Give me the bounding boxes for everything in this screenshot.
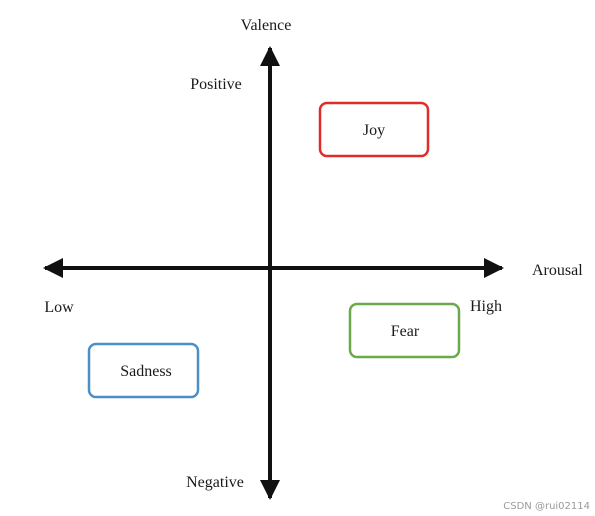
sadness-label: Sadness bbox=[120, 363, 172, 380]
joy-box-border bbox=[318, 101, 430, 158]
arousal-label: Arousal bbox=[532, 262, 583, 279]
sadness-box-border bbox=[87, 342, 200, 399]
positive-label: Positive bbox=[190, 76, 242, 93]
emotion-box-joy: Joy bbox=[318, 101, 430, 158]
joy-label: Joy bbox=[363, 122, 385, 139]
watermark: CSDN @rui02114 bbox=[503, 501, 590, 512]
emotion-box-sadness: Sadness bbox=[87, 342, 200, 399]
fear-label: Fear bbox=[391, 323, 420, 340]
low-label: Low bbox=[44, 299, 74, 316]
fear-box-border bbox=[348, 302, 461, 359]
valence-label: Valence bbox=[241, 17, 292, 34]
negative-label: Negative bbox=[186, 474, 244, 491]
high-label: High bbox=[470, 298, 502, 315]
emotion-box-fear: Fear bbox=[348, 302, 461, 359]
